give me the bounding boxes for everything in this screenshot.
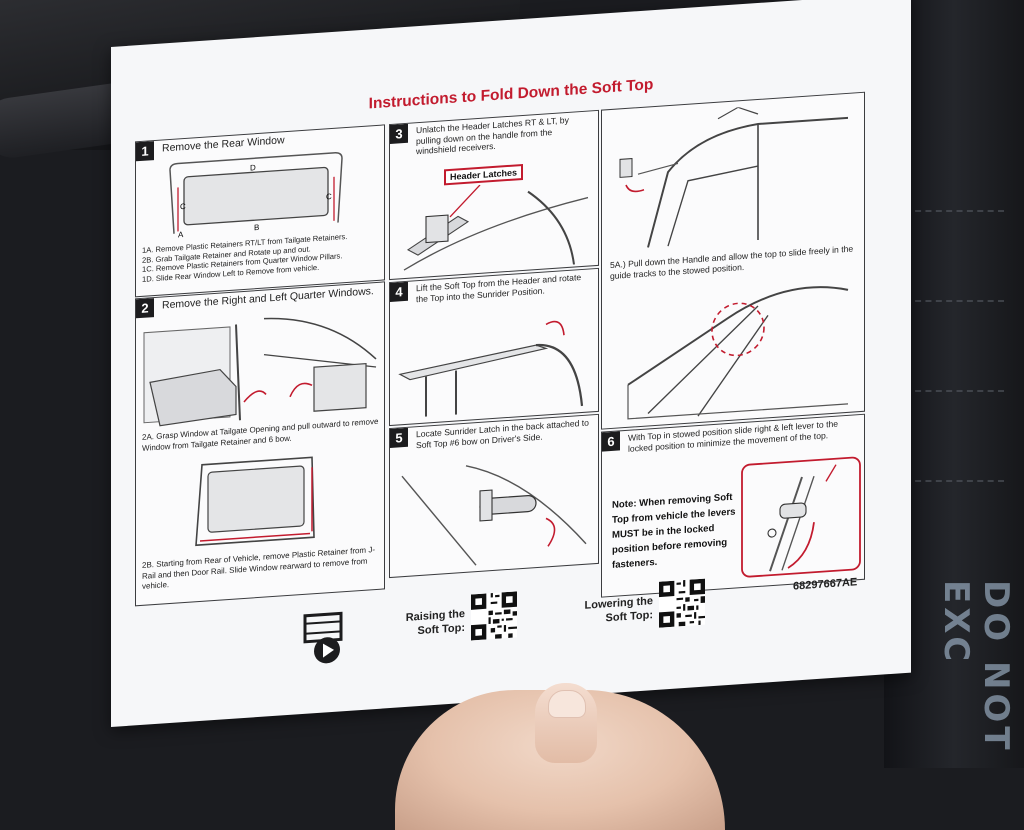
label-b: B (254, 223, 259, 232)
video-play-icon (303, 611, 343, 664)
step-3-number: 3 (390, 123, 408, 145)
header-latch-illustration (403, 184, 589, 271)
step-2-number: 2 (136, 298, 154, 319)
label-a: A (178, 230, 184, 239)
step-3-instructions: Unlatch the Header Latches RT & LT, by p… (416, 114, 569, 157)
lowering-qr-code[interactable] (659, 578, 705, 628)
soft-top-frame-illustration-b (627, 286, 849, 420)
step-4-panel: 4 Lift the Soft Top from the Header and … (389, 267, 599, 427)
step-1-panel: 1 Remove the Rear Window D C C A B 1A. R… (135, 124, 385, 298)
soft-top-frame-illustration-a (619, 106, 848, 248)
step-6-note: Note: When removing Soft Top from vehicl… (612, 491, 736, 571)
label-c-left: C (180, 202, 186, 211)
step-5a-panel: 5A.) Pull down the Handle and allow the … (601, 91, 865, 430)
step-1-number: 1 (136, 141, 154, 162)
step-5-number: 5 (390, 427, 408, 449)
rear-window-illustration: D C C A B (169, 152, 343, 239)
label-c-right: C (326, 192, 332, 201)
sunrider-latch-illustration (401, 465, 587, 566)
lowering-soft-top-label: Lowering the Soft Top: (584, 595, 653, 625)
quarter-window-illustration-a (143, 317, 377, 427)
step-3-panel: 3 Unlatch the Header Latches RT & LT, by… (389, 109, 599, 281)
step-2b-instructions: 2B. Starting from Rear of Vehicle, remov… (142, 545, 375, 591)
thumbnail (548, 690, 586, 718)
step-6-panel: 6 With Top in stowed position slide righ… (601, 413, 865, 598)
floor-mat-text: DO NOT EXC (936, 580, 1016, 754)
step-5-panel: 5 Locate Sunrider Latch in the back atta… (389, 413, 599, 579)
raising-qr-code[interactable] (471, 591, 517, 641)
step-4-number: 4 (390, 281, 408, 303)
step-6-number: 6 (602, 431, 620, 452)
locked-lever-illustration (741, 456, 861, 578)
quarter-window-illustration-b (195, 456, 315, 547)
sunrider-position-illustration (398, 320, 584, 417)
label-d: D (250, 163, 256, 172)
step-2-panel: 2 Remove the Right and Left Quarter Wind… (135, 281, 385, 607)
instruction-sheet: Instructions to Fold Down the Soft Top 1… (111, 0, 911, 728)
raising-soft-top-label: Raising the Soft Top: (405, 607, 465, 638)
